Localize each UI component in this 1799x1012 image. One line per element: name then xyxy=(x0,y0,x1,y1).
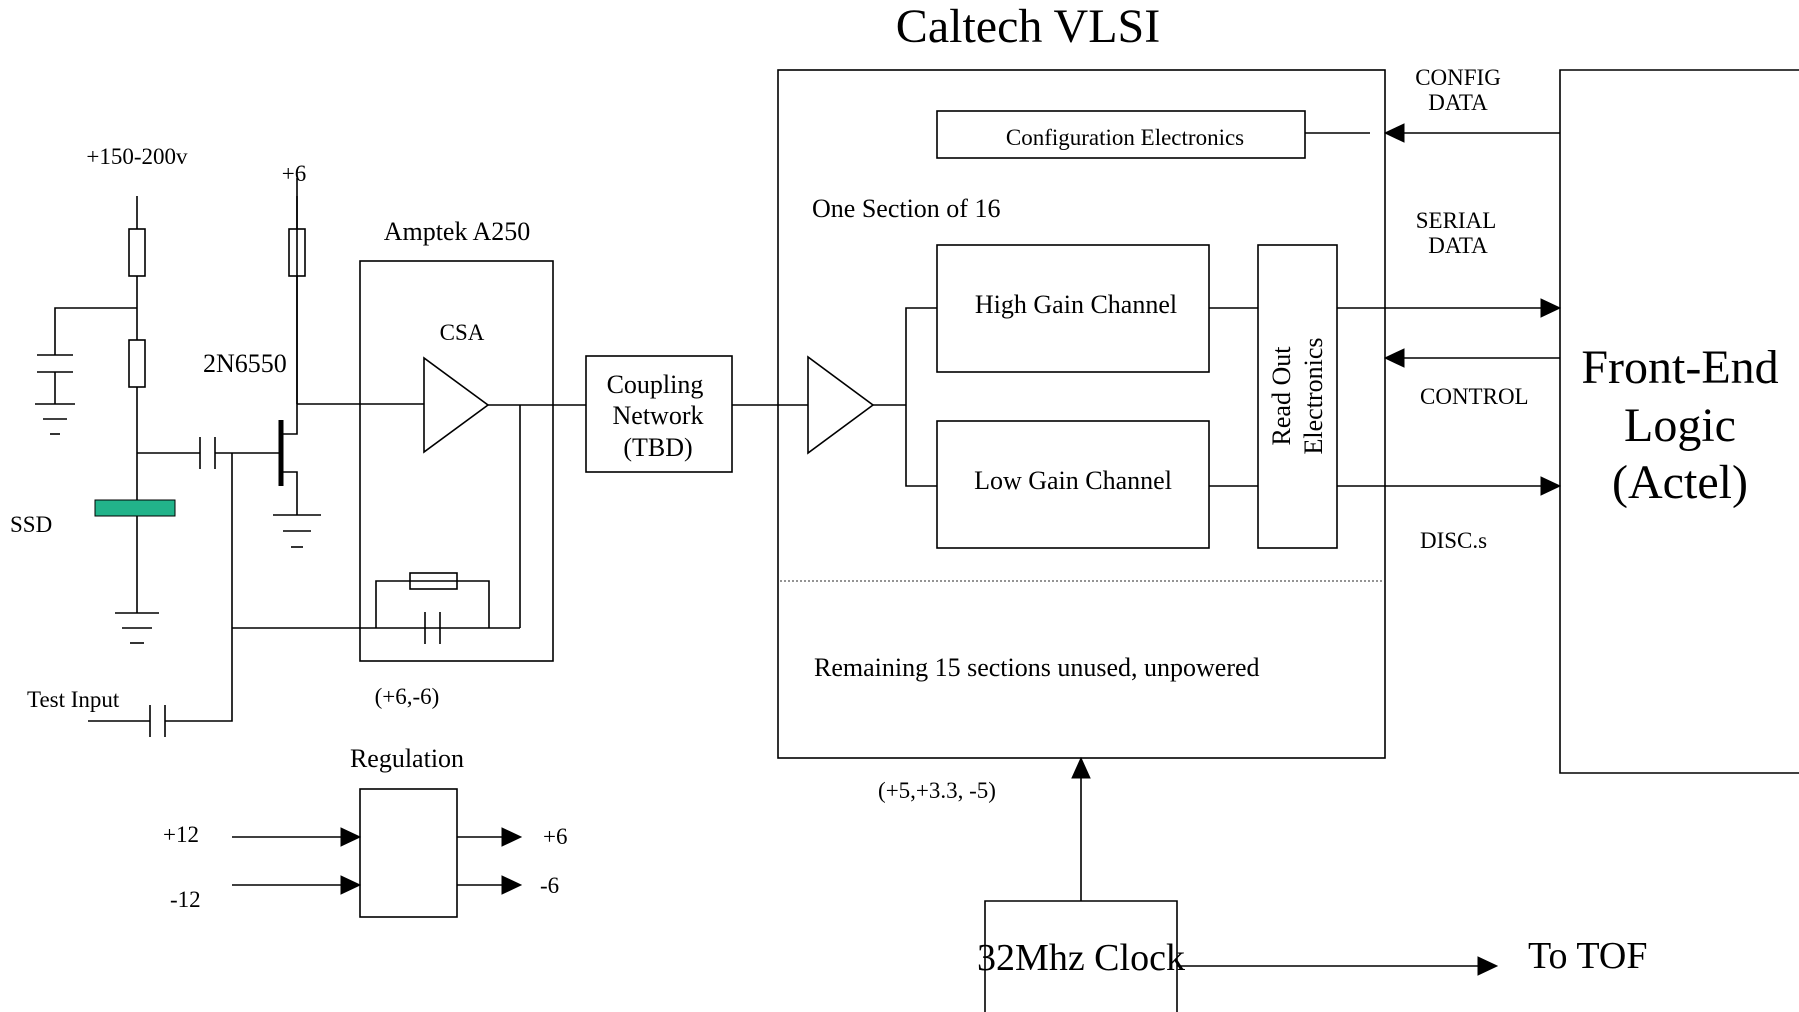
regulation-label: Regulation xyxy=(350,744,464,773)
config-electronics-box xyxy=(936,110,1306,159)
disc-label: DISC.s xyxy=(1420,528,1487,553)
to-tof-label: To TOF xyxy=(1528,935,1647,977)
feedback-resistor xyxy=(409,572,458,590)
vlsi-block: Configuration Electronics One Section of… xyxy=(777,69,1386,803)
caltech-vlsi-title: Caltech VLSI xyxy=(896,0,1160,53)
one-section-label: One Section of 16 xyxy=(812,194,1000,223)
plus6-top-label: +6 xyxy=(282,161,306,186)
amptek-label: Amptek A250 xyxy=(384,217,531,246)
amptek-a250: Amptek A250 CSA (+6,-6) xyxy=(359,217,586,709)
input-amplifier xyxy=(807,355,875,455)
serial-data-line1: SERIAL xyxy=(1416,208,1497,233)
readout-line1: Read Out xyxy=(1267,346,1296,446)
hv-resistor-2 xyxy=(128,339,146,388)
frontend-line3: (Actel) xyxy=(1612,456,1748,509)
interface-signals: CONFIG DATA SERIAL DATA CONTROL DISC.s xyxy=(1337,65,1562,553)
coupling-line2: Network xyxy=(613,401,704,430)
config-data-line1: CONFIG xyxy=(1415,65,1501,90)
reg-in-minus-label: -12 xyxy=(170,887,201,912)
vlsi-power-label: (+5,+3.3, -5) xyxy=(878,778,996,803)
remaining-label: Remaining 15 sections unused, unpowered xyxy=(814,653,1260,682)
clock-block: 32Mhz Clock To TOF xyxy=(977,756,1647,1012)
csa-amplifier xyxy=(423,356,490,454)
reg-out-minus-label: -6 xyxy=(540,873,559,898)
transistor-label: 2N6550 xyxy=(203,349,287,378)
coupling-network: Coupling Network (TBD) xyxy=(585,355,808,473)
clock-label: 32Mhz Clock xyxy=(977,937,1185,979)
coupling-line3: (TBD) xyxy=(623,433,692,462)
serial-data-line2: DATA xyxy=(1428,233,1488,258)
config-electronics-label: Configuration Electronics xyxy=(1006,125,1244,150)
readout-box xyxy=(1257,244,1338,549)
reg-out-plus-label: +6 xyxy=(543,824,567,849)
control-label: CONTROL xyxy=(1420,384,1529,409)
bias-circuit: +150-200v SSD 2N6550 +6 xyxy=(10,144,520,737)
low-gain-label: Low Gain Channel xyxy=(974,466,1172,495)
regulation-box xyxy=(359,788,458,918)
frontend-line1: Front-End xyxy=(1581,341,1778,394)
test-input-label: Test Input xyxy=(27,687,120,712)
csa-label: CSA xyxy=(440,320,485,345)
frontend-line2: Logic xyxy=(1624,399,1736,452)
frontend-logic: Front-End Logic (Actel) xyxy=(1559,69,1799,774)
amptek-power-label: (+6,-6) xyxy=(375,684,440,709)
coupling-box xyxy=(585,355,733,473)
ssd-label: SSD xyxy=(10,512,52,537)
regulation-block: Regulation +12 -12 +6 -6 xyxy=(163,744,567,918)
low-gain-box xyxy=(936,420,1210,549)
reg-in-plus-label: +12 xyxy=(163,822,199,847)
ssd-detector xyxy=(94,499,176,517)
config-data-line2: DATA xyxy=(1428,90,1488,115)
high-gain-label: High Gain Channel xyxy=(975,290,1177,319)
amptek-box xyxy=(359,260,554,662)
coupling-line1: Coupling xyxy=(607,370,704,399)
frontend-box xyxy=(1559,69,1799,774)
hv-supply-label: +150-200v xyxy=(86,144,188,169)
readout-line2: Electronics xyxy=(1299,338,1328,455)
hv-resistor-1 xyxy=(128,228,146,277)
